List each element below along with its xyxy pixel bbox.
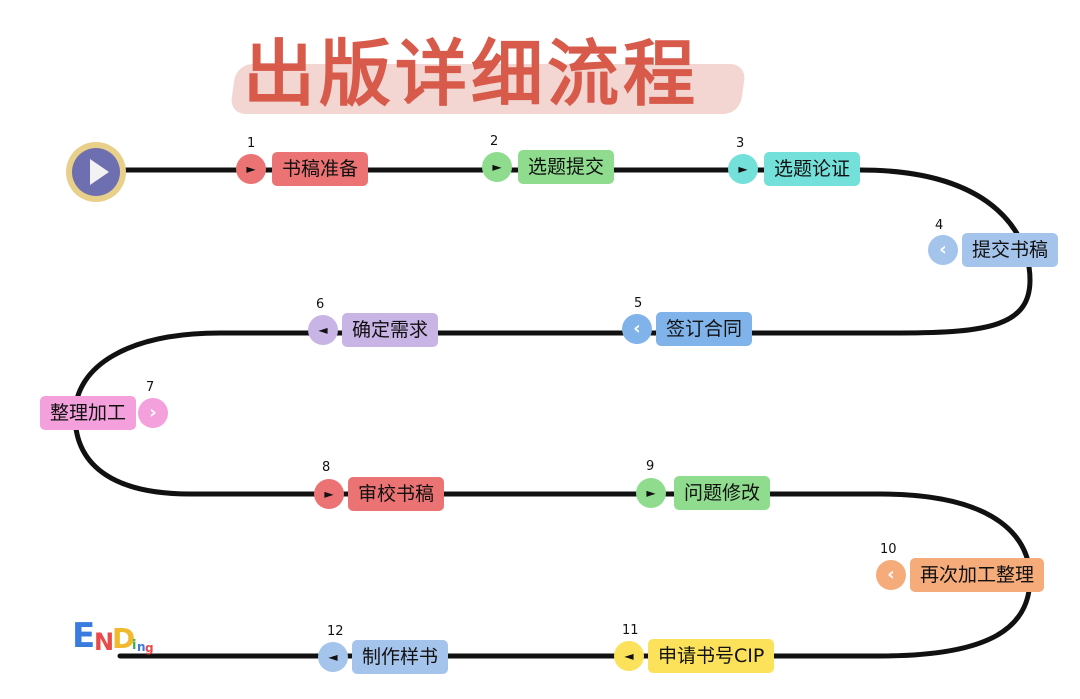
ending-logo: E N D i n g [72, 616, 154, 656]
step-label: 审校书稿 [348, 477, 445, 511]
step-label: 提交书稿 [962, 233, 1059, 267]
chevron-left-icon: ‹ [876, 560, 906, 590]
step-number: 5 [634, 296, 643, 311]
step-number: 2 [490, 134, 499, 149]
chevron-right-icon: ► [636, 478, 666, 508]
step-number: 10 [880, 542, 897, 557]
step-number: 12 [327, 624, 344, 639]
step-label: 制作样书 [352, 640, 449, 674]
step-number: 6 [316, 297, 325, 312]
chevron-right-icon: ► [236, 154, 266, 184]
step-number: 8 [322, 460, 331, 475]
step-label: 书稿准备 [272, 152, 369, 186]
page-title: 出版详细流程 [243, 32, 700, 116]
chevron-left-icon: ‹ [622, 314, 652, 344]
chevron-right-icon: › [138, 398, 168, 428]
step-label: 整理加工 [40, 396, 137, 430]
chevron-left-icon: ◄ [614, 641, 644, 671]
chevron-left-icon: ◄ [318, 642, 348, 672]
play-icon [72, 148, 120, 196]
step-label: 确定需求 [342, 313, 439, 347]
step-label: 签订合同 [656, 312, 753, 346]
step-label: 选题论证 [764, 152, 861, 186]
step-number: 3 [736, 136, 745, 151]
chevron-right-icon: ► [314, 479, 344, 509]
step-number: 7 [146, 380, 155, 395]
step-number: 9 [646, 459, 655, 474]
title-block: 出版详细流程 [225, 28, 750, 120]
chevron-left-icon: ◄ [308, 315, 338, 345]
step-number: 4 [935, 218, 944, 233]
step-number: 11 [622, 623, 639, 638]
chevron-right-icon: ► [482, 152, 512, 182]
step-label: 再次加工整理 [910, 558, 1045, 592]
step-label: 选题提交 [518, 150, 615, 184]
start-button[interactable] [66, 142, 126, 202]
step-label: 问题修改 [674, 476, 771, 510]
chevron-right-icon: ► [728, 154, 758, 184]
step-label: 申请书号CIP [648, 639, 775, 673]
step-number: 1 [247, 136, 256, 151]
chevron-left-icon: ‹ [928, 235, 958, 265]
